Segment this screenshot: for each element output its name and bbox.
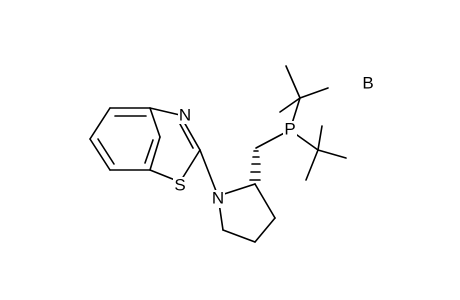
bond [149, 107, 181, 116]
side-label: B [362, 73, 373, 92]
benzene-ring [89, 107, 161, 171]
bond [222, 229, 256, 243]
bond [149, 107, 161, 138]
bond [149, 136, 161, 171]
atom-N-pyrrolidine: N [211, 188, 225, 208]
tert-butyl-upper [279, 65, 329, 131]
bond [89, 138, 111, 171]
bond [317, 149, 347, 159]
double-bond-inner [144, 139, 154, 164]
bond [285, 65, 301, 99]
bond [305, 149, 319, 181]
atom-label: N [212, 188, 224, 207]
pyrrolidine-ring [217, 183, 276, 243]
stereo-hash-bond [249, 150, 261, 181]
bond [317, 125, 323, 151]
double-bond-inner [97, 138, 115, 165]
bond [199, 149, 219, 197]
atom-S-thiazole: S [173, 175, 187, 195]
bond [254, 183, 276, 219]
bond [254, 217, 276, 243]
tert-butyl-lower [289, 125, 347, 181]
atom-label: N [179, 105, 191, 124]
atom-N-thiazole: N [178, 105, 192, 124]
bond [299, 87, 329, 99]
double-bond-inner [179, 123, 194, 149]
bond [89, 107, 111, 140]
atom-label: S [174, 175, 185, 194]
bond [179, 149, 201, 183]
atom-label: P [284, 119, 295, 138]
bond [279, 97, 301, 113]
atom-P-phosphine: P [283, 119, 297, 139]
